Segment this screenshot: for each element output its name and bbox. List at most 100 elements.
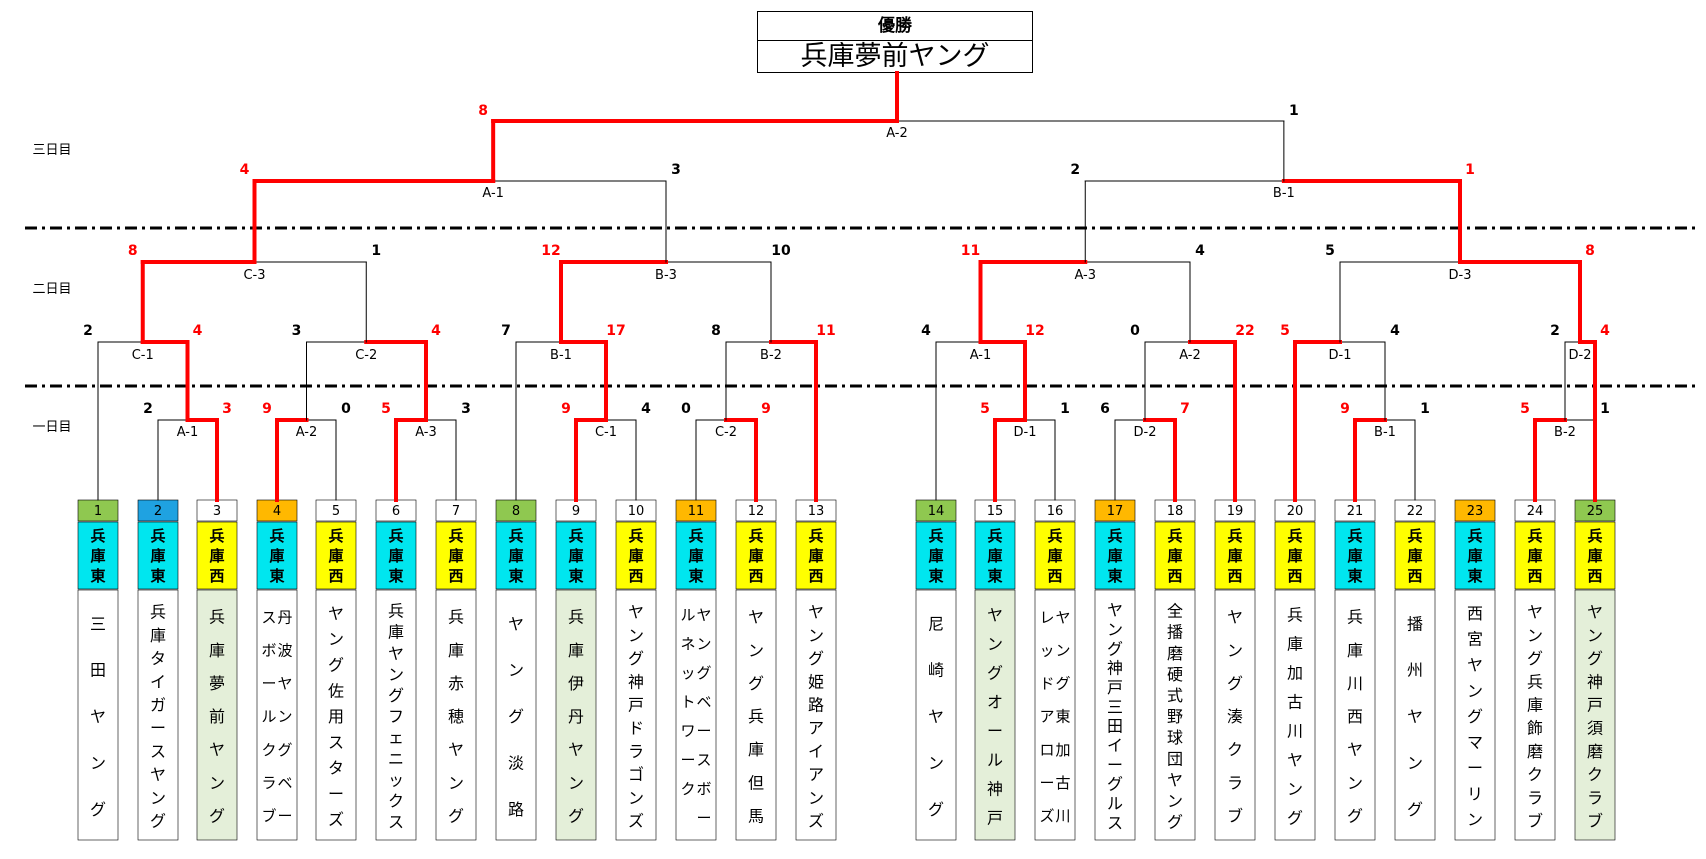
team-region-text: 東: [388, 567, 403, 585]
team-name-char: 庫: [209, 641, 225, 660]
team-name-char: ヤ: [1167, 770, 1183, 789]
team-region-text: 兵: [688, 527, 703, 545]
match-label: D-3: [1449, 268, 1472, 283]
team-name-char: ン: [808, 626, 824, 645]
team-region-text: 兵: [269, 527, 284, 545]
team-name-char: 夢: [209, 674, 225, 693]
team-name-char: 兵: [1347, 608, 1363, 627]
team-region-cell: [1094, 521, 1136, 590]
team-name-char: 兵: [568, 608, 584, 627]
team-number-cell: [1454, 499, 1496, 522]
team-name-char: 庫: [1287, 635, 1303, 654]
team-name-char: ン: [1167, 791, 1183, 810]
team-region-text: 兵: [1287, 527, 1302, 545]
team-name-char: ン: [628, 788, 644, 807]
team-region-text: 東: [508, 567, 523, 585]
team-region-cell: [435, 521, 477, 590]
team-name-char: ネ: [680, 635, 695, 653]
match-label: D-2: [1569, 348, 1592, 363]
team-region-text: 庫: [448, 547, 463, 565]
team-name-char: 古: [1287, 693, 1303, 712]
team-name-char: 前: [209, 707, 225, 726]
team-name-char: ア: [808, 719, 824, 738]
match-score: 3: [461, 401, 471, 417]
match-score: 17: [606, 323, 625, 339]
team-name-char: 但: [748, 773, 764, 792]
team-number: 8: [512, 504, 520, 519]
team-name-char: ー: [328, 784, 344, 803]
team-name-cell: [77, 589, 119, 841]
team-name-char: ル: [987, 751, 1003, 770]
team-name-char: ス: [261, 608, 276, 626]
match-label: B-1: [1273, 186, 1295, 201]
match-label: A-3: [415, 425, 437, 440]
team-name-char: ル: [1107, 794, 1123, 813]
team-region-text: 庫: [1347, 547, 1362, 565]
team-name-char: 路: [808, 695, 824, 714]
match-score: 9: [561, 401, 571, 417]
team-name-char: ヤ: [388, 644, 404, 663]
team-name-char: 神: [987, 780, 1003, 799]
team-name-char: ヤ: [696, 606, 711, 624]
team-name-char: ン: [1467, 681, 1483, 700]
team-name-char: 路: [508, 800, 524, 819]
match-score: 8: [711, 323, 721, 339]
match-label: A-1: [482, 186, 504, 201]
team-name-char: グ: [1107, 775, 1123, 794]
team-name-char: ズ: [1039, 807, 1054, 825]
team-name-cell: [1394, 589, 1436, 841]
team-name-char: ー: [277, 807, 292, 825]
team-region-text: 東: [150, 567, 165, 585]
team-region-cell: [1574, 521, 1616, 590]
team-name-char: 用: [328, 707, 344, 726]
team-name-cell: [1274, 589, 1316, 841]
team-name-char: 兵: [209, 608, 225, 627]
team-region-text: 兵: [1227, 527, 1242, 545]
team-name-char: 兵: [748, 707, 764, 726]
team-name-char: ヤ: [1107, 601, 1123, 620]
team-name-char: 東: [1055, 708, 1070, 726]
team-name-char: ヤ: [90, 707, 106, 726]
team-name-char: ス: [1107, 813, 1123, 832]
team-name-char: ン: [1107, 620, 1123, 639]
match-score: 1: [1465, 162, 1475, 178]
team-region-text: 兵: [1407, 527, 1422, 545]
team-name-char: グ: [628, 649, 644, 668]
team-number: 15: [987, 504, 1004, 519]
team-name-char: ン: [628, 626, 644, 645]
team-name-char: ッ: [1039, 641, 1054, 659]
team-name-char: グ: [1467, 707, 1483, 726]
match-label: C-2: [715, 425, 737, 440]
team-name-char: マ: [1467, 733, 1483, 752]
team-region-cell: [137, 521, 179, 590]
team-region-text: 兵: [328, 527, 343, 545]
team-name-cell: [1574, 589, 1616, 841]
team-name-char: 丹: [277, 608, 292, 626]
team-number: 23: [1467, 504, 1484, 519]
team-name-char: ゴ: [628, 765, 644, 784]
team-name-char: ヤ: [1227, 608, 1243, 627]
team-region-text: 兵: [987, 527, 1002, 545]
team-name-char: ン: [150, 788, 166, 807]
team-name-char: ン: [209, 773, 225, 792]
team-name-char: 戸: [987, 809, 1003, 828]
team-name-char: イ: [150, 672, 166, 691]
team-name-char: ヤ: [1587, 603, 1603, 622]
match-score: 1: [1060, 401, 1070, 417]
team-region-text: 兵: [808, 527, 823, 545]
team-region-text: 庫: [688, 547, 703, 565]
team-name-char: 兵: [448, 608, 464, 627]
team-name-char: ー: [1107, 755, 1123, 774]
match-score: 4: [240, 162, 250, 178]
team-region-text: 兵: [748, 527, 763, 545]
team-name-char: 全: [1167, 602, 1183, 621]
team-number: 9: [572, 504, 580, 519]
team-number: 21: [1347, 504, 1364, 519]
team-name-char: ヤ: [568, 740, 584, 759]
team-name-cell: [1454, 589, 1496, 841]
team-number: 17: [1107, 504, 1124, 519]
team-region-text: 西: [1287, 567, 1302, 585]
team-region-cell: [1334, 521, 1376, 590]
match-label: C-2: [355, 348, 377, 363]
